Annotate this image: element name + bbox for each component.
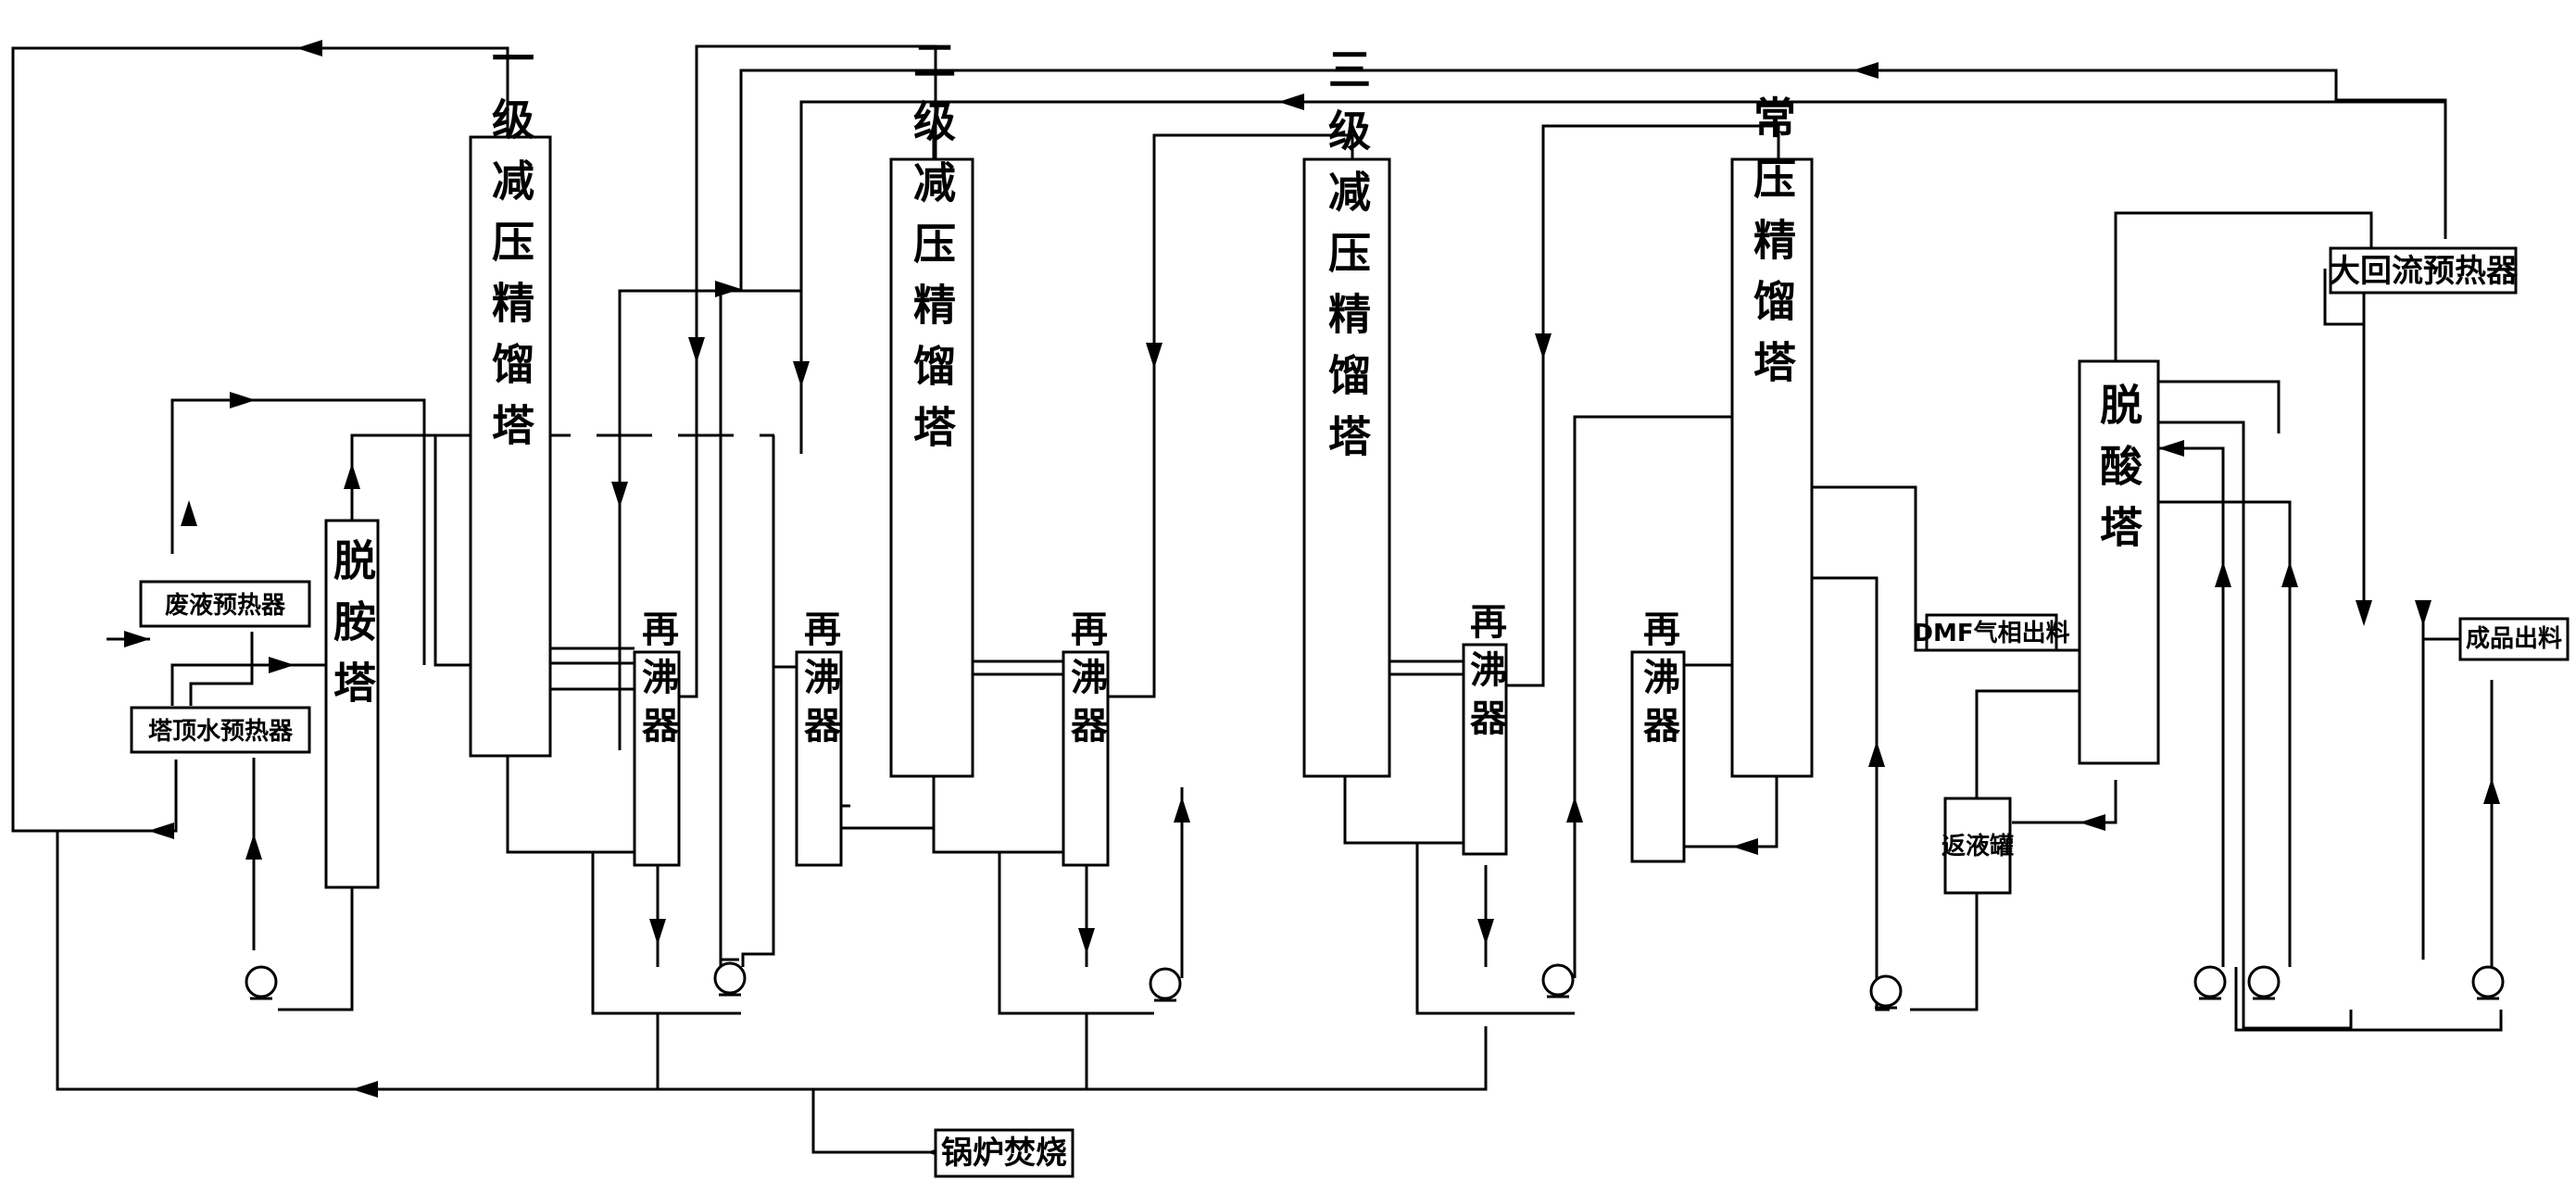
column-atmospheric: 常压精馏塔 xyxy=(1730,95,1814,778)
pump-icon xyxy=(245,965,278,1000)
svg-text:返液罐: 返液罐 xyxy=(1941,832,2014,860)
arrow xyxy=(230,392,256,408)
waste-liquid-preheater: 废液预热器 xyxy=(139,580,311,628)
column-deacidification: 脱酸塔 xyxy=(2078,359,2160,765)
svg-text:再沸器: 再沸器 xyxy=(1464,602,1507,747)
arrow xyxy=(2415,600,2431,626)
arrow xyxy=(124,631,150,647)
arrow xyxy=(181,500,197,526)
column-deacidification-label: 脱酸塔 xyxy=(2093,383,2143,566)
arrow xyxy=(715,281,741,297)
pumps xyxy=(245,961,2505,1010)
arrow xyxy=(2281,561,2298,587)
arrow xyxy=(2483,778,2500,804)
pump-icon xyxy=(2193,965,2227,1000)
arrow xyxy=(1477,919,1494,945)
arrow xyxy=(245,834,262,860)
arrow xyxy=(793,361,810,387)
arrow xyxy=(611,482,628,508)
arrow xyxy=(2158,440,2184,457)
column-first-vacuum-label: 一级减压精馏塔 xyxy=(485,36,535,464)
arrow xyxy=(1732,838,1758,855)
svg-text:再沸器: 再沸器 xyxy=(1064,609,1108,754)
arrow xyxy=(688,337,705,363)
arrow xyxy=(344,463,360,489)
column-second-vacuum: 二级减压精馏塔 xyxy=(889,38,974,778)
svg-text:大回流预热器: 大回流预热器 xyxy=(2329,253,2519,290)
column-deamination: 脱胺塔 xyxy=(324,519,380,889)
product-output: 成品出料 xyxy=(2458,617,2570,661)
pump-icon xyxy=(713,961,747,997)
flow-arrows xyxy=(124,40,2500,1161)
pump-icon xyxy=(2247,965,2281,1000)
arrow xyxy=(1868,741,1885,767)
column-third-vacuum-label: 三级减压精馏塔 xyxy=(1322,47,1372,475)
arrow xyxy=(148,823,174,839)
arrow xyxy=(2080,814,2105,831)
pump-icon xyxy=(1149,967,1182,1002)
reboiler-2: 再沸器 xyxy=(795,609,843,867)
return-tank: 返液罐 xyxy=(1941,797,2014,895)
arrow xyxy=(1566,797,1583,823)
reboiler-4: 再沸器 xyxy=(1462,602,1508,856)
arrow xyxy=(1278,94,1304,110)
pump-icon xyxy=(2471,965,2505,1000)
svg-text:再沸器: 再沸器 xyxy=(1637,609,1680,754)
svg-text:塔顶水预热器: 塔顶水预热器 xyxy=(148,718,294,746)
reboiler-1: 再沸器 xyxy=(633,609,681,867)
column-deamination-label: 脱胺塔 xyxy=(327,538,377,722)
svg-text:DMF气相出料: DMF气相出料 xyxy=(1913,619,2069,647)
arrow xyxy=(1535,333,1552,359)
big-reflux-preheater: 大回流预热器 xyxy=(2329,246,2519,295)
arrow xyxy=(2356,600,2372,626)
column-second-vacuum-label: 二级减压精馏塔 xyxy=(907,38,957,466)
pump-icon xyxy=(1869,974,1903,1010)
column-atmospheric-label: 常压精馏塔 xyxy=(1747,95,1797,401)
reboiler-5: 再沸器 xyxy=(1630,609,1686,863)
arrow xyxy=(1146,343,1162,369)
arrow xyxy=(649,919,666,945)
incineration-line xyxy=(811,1089,936,1154)
column-third-vacuum: 三级减压精馏塔 xyxy=(1302,47,1391,778)
svg-text:成品出料: 成品出料 xyxy=(2466,625,2562,653)
svg-text:再沸器: 再沸器 xyxy=(635,609,679,754)
svg-text:再沸器: 再沸器 xyxy=(798,609,841,754)
reboiler-3: 再沸器 xyxy=(1062,609,1110,867)
svg-text:废液预热器: 废液预热器 xyxy=(165,591,286,620)
arrow xyxy=(296,40,322,57)
dmf-gas-output: DMF气相出料 xyxy=(1913,613,2070,652)
arrow xyxy=(1853,62,1879,79)
column-first-vacuum: 一级减压精馏塔 xyxy=(469,36,552,758)
arrow xyxy=(2215,561,2231,587)
top-water-preheater: 塔顶水预热器 xyxy=(130,706,311,754)
arrow xyxy=(269,657,295,673)
pump-icon xyxy=(1541,963,1575,998)
svg-text:锅炉焚烧: 锅炉焚烧 xyxy=(941,1135,1067,1172)
arrow xyxy=(352,1081,378,1098)
boiler-incineration-output: 锅炉焚烧 xyxy=(934,1128,1074,1178)
arrow xyxy=(1078,928,1095,954)
arrow xyxy=(1174,797,1190,823)
